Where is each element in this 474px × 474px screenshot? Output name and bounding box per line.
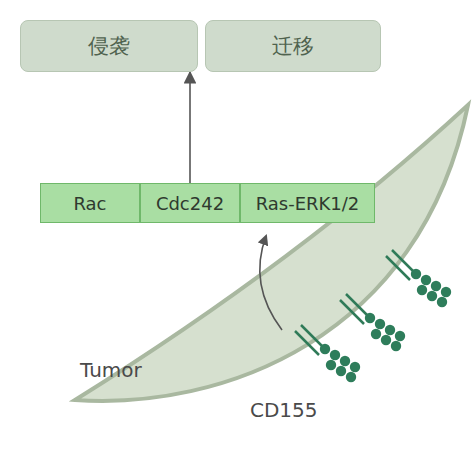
pathway-box: Rac <box>40 183 140 223</box>
receptor <box>340 294 405 351</box>
node-text: Cdc242 <box>156 193 224 214</box>
node-text: 迁移 <box>272 32 314 60</box>
outcome-box: 侵袭 <box>20 20 198 72</box>
pathway-box: Ras-ERK1/2 <box>240 183 375 223</box>
receptor <box>295 325 360 382</box>
node-text: 侵袭 <box>88 32 130 60</box>
flow-arrow <box>189 72 191 183</box>
cell-label: Tumor <box>80 358 142 382</box>
outcome-box: 迁移 <box>205 20 381 72</box>
signal-arrow <box>260 236 282 330</box>
pathway-box: Cdc242 <box>140 183 240 223</box>
receptor <box>386 250 451 307</box>
cd155-receptors <box>295 250 451 382</box>
node-text: Rac <box>73 193 106 214</box>
molecule-label: CD155 <box>250 398 318 422</box>
node-text: Ras-ERK1/2 <box>256 193 360 214</box>
tumor-cell <box>75 105 468 401</box>
